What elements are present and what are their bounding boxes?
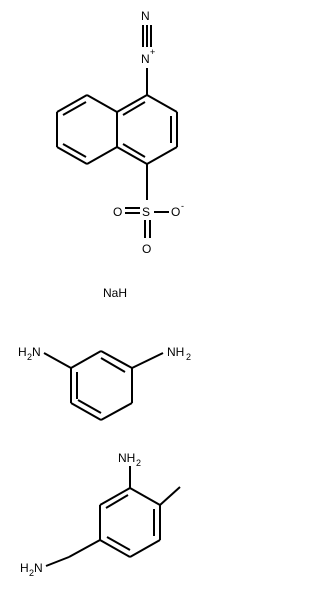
oxygen-right: O <box>171 205 180 219</box>
ring-double-bond <box>122 101 146 116</box>
right-amine-subscript: 2 <box>186 352 191 362</box>
ring-bond <box>70 402 102 421</box>
ring-double-bond <box>100 357 126 373</box>
left-amine-h: H <box>18 345 27 359</box>
ring-double-bond <box>106 536 131 551</box>
top-amine: NH <box>118 451 135 465</box>
top-amine-subscript: 2 <box>136 458 141 468</box>
phenylenediamine: H 2 N NH 2 <box>18 345 191 421</box>
ring-double-bond <box>77 399 102 414</box>
bottom-amine-n: N <box>34 561 43 575</box>
diazonium-n-terminal: N <box>141 9 150 23</box>
ring-bond <box>116 146 148 165</box>
cn-bond <box>43 352 72 369</box>
cn-bond <box>68 539 101 558</box>
ring-bond <box>99 539 131 558</box>
ring-bond <box>99 487 131 506</box>
sulfur-atom: S <box>142 205 150 219</box>
ring-bond <box>56 94 88 113</box>
cn-bond <box>131 352 164 369</box>
sodium-hydride-label: NaH <box>103 286 127 300</box>
oxygen-left: O <box>113 205 122 219</box>
cn-bond-extension <box>45 556 70 567</box>
bottom-amine-subscript: 2 <box>29 568 34 578</box>
diazonium-n-attached: N <box>141 52 150 66</box>
ring-bond <box>129 539 161 558</box>
ring-bond <box>86 146 118 165</box>
ring-double-bond <box>62 143 87 158</box>
ring-bond <box>70 350 102 369</box>
left-amine-n: N <box>32 345 41 359</box>
right-amine: NH <box>167 345 184 359</box>
toluenediamine: NH 2 H 2 N <box>20 451 181 578</box>
ring-bond <box>100 350 133 369</box>
left-amine-subscript: 2 <box>27 352 32 362</box>
ring-bond <box>56 146 88 165</box>
ring-bond <box>129 487 161 506</box>
ring-double-bond <box>105 494 129 509</box>
bottom-amine-h: H <box>20 561 29 575</box>
ring-bond <box>100 402 133 421</box>
chemical-structures: N N + S O O - O NaH <box>18 9 191 578</box>
oxygen-bottom: O <box>142 242 151 256</box>
naphthalene-diazonium-sulfonate: N N + S O O - O <box>56 9 184 256</box>
structure-canvas: N N + S O O - O NaH <box>18 9 191 578</box>
ring-bond <box>146 94 178 113</box>
ring-double-bond <box>62 101 87 116</box>
ring-bond <box>146 146 178 165</box>
ring-bond <box>86 94 118 113</box>
oxygen-charge: - <box>181 201 184 211</box>
ring-bond <box>116 94 148 113</box>
diazonium-charge: + <box>150 47 155 57</box>
methyl-bond <box>159 486 181 506</box>
ring-double-bond <box>122 143 146 158</box>
